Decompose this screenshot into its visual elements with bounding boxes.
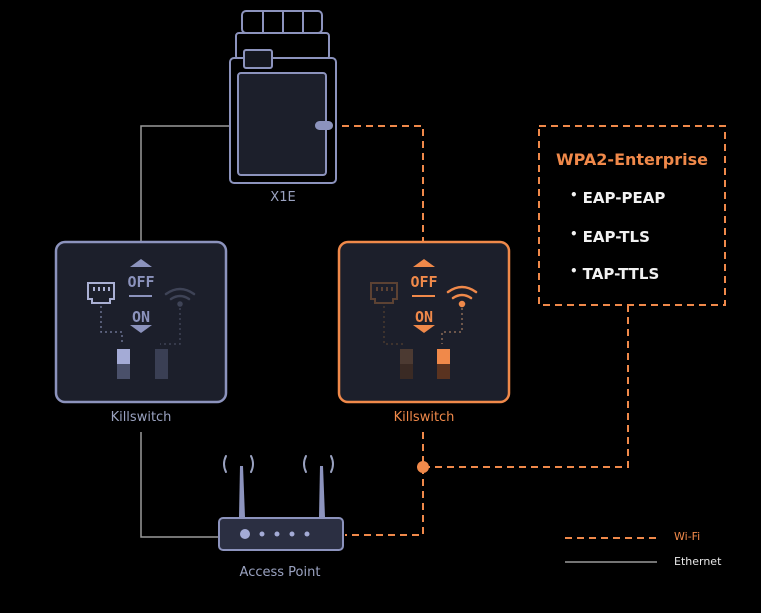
security-method-item: •TAP-TTLS <box>570 264 660 283</box>
killswitch-wifi-panel <box>337 240 511 404</box>
bullet-icon: • <box>570 188 578 202</box>
right-off-label: OFF <box>410 273 437 291</box>
wifi-line-junction-to-ap <box>345 467 424 536</box>
antenna-left <box>239 466 245 517</box>
device-label: X1E <box>270 190 296 205</box>
legend-ethernet-label: Ethernet <box>674 555 722 568</box>
signal-waves-icon <box>223 455 334 473</box>
x1e-device-icon <box>229 10 337 184</box>
bullet-icon: • <box>570 227 578 241</box>
access-point-label: Access Point <box>239 565 321 580</box>
wifi-toggle-off <box>155 349 168 379</box>
arrow-down-icon <box>130 325 152 333</box>
ethernet-toggle-on <box>117 349 130 364</box>
wifi-line-device-to-killswitch <box>330 125 424 242</box>
right-on-label: ON <box>415 308 433 326</box>
access-point-icon <box>218 455 344 551</box>
killswitch-wifi-label: Killswitch <box>393 410 455 425</box>
left-on-label: ON <box>132 308 150 326</box>
security-method-item: •EAP-TLS <box>570 227 650 246</box>
wifi-line-junction-to-security <box>423 305 629 468</box>
killswitch-ethernet-label: Killswitch <box>110 410 172 425</box>
wifi-toggle-on <box>437 349 450 364</box>
bullet-icon: • <box>570 264 578 278</box>
arrow-up-icon <box>413 259 435 267</box>
port-indicator <box>315 121 333 130</box>
wifi-junction-node <box>417 461 429 473</box>
left-off-label: OFF <box>127 273 154 291</box>
wifi-icon-inactive <box>164 287 196 307</box>
ethernet-port-icon-inactive <box>370 282 398 304</box>
arrow-down-icon <box>413 325 435 333</box>
security-method-item: •EAP-PEAP <box>570 188 666 207</box>
security-box-border <box>538 125 726 306</box>
legend-wifi-label: Wi-Fi <box>674 530 701 543</box>
ethernet-line-killswitch-to-ap <box>140 432 219 538</box>
security-box-title: WPA2-Enterprise <box>556 150 708 169</box>
ethernet-line-device-to-killswitch <box>140 125 230 242</box>
arrow-up-icon <box>130 259 152 267</box>
antenna-right <box>319 466 325 517</box>
killswitch-ethernet-panel <box>54 240 228 404</box>
wifi-icon-active <box>446 285 478 308</box>
ethernet-port-icon <box>87 282 115 304</box>
